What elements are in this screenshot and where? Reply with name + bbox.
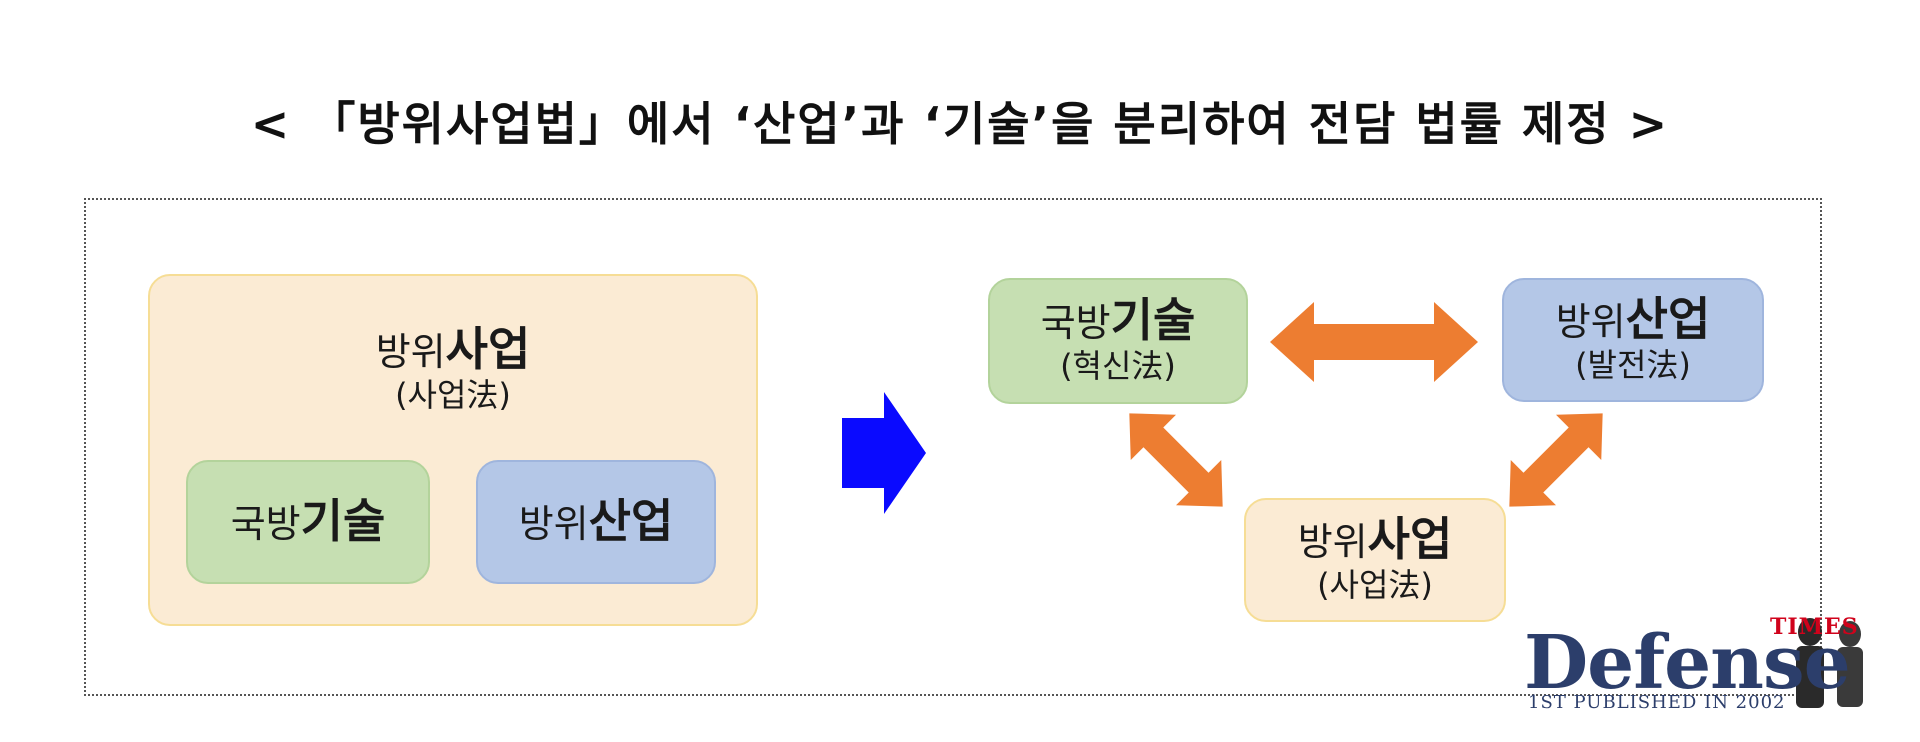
after-industry-label: 방위산업 [1555,291,1711,346]
logo-sub-text: 1ST PUBLISHED IN 2002 [1528,692,1786,713]
page-title: < 「방위사업법」에서 ‘산업’과 ‘기술’을 분리하여 전담 법률 제정 > [250,97,1670,151]
logo-main-text: Defense [1524,620,1851,706]
before-industry-box: 방위산업 [476,460,716,584]
before-industry-label: 방위산업 [518,493,674,548]
after-tech-sub: (혁신法) [1060,346,1176,385]
after-industry-box: 방위산업 (발전法) [1502,278,1764,402]
before-tech-label: 국방기술 [230,493,386,548]
before-business-sub: (사업法) [395,376,511,414]
after-industry-sub: (발전法) [1575,345,1691,384]
after-business-label: 방위사업 [1297,511,1453,566]
transition-arrow-icon [842,392,926,514]
logo-times-text: TIMES [1770,614,1859,640]
tech-business-double-arrow-icon [1129,413,1223,507]
diagram-frame [84,198,1822,696]
after-tech-box: 국방기술 (혁신法) [988,278,1248,404]
industry-business-double-arrow-icon [1509,413,1603,507]
after-business-box: 방위사업 (사업法) [1244,498,1506,622]
defense-times-logo [1500,612,1920,738]
soldier-silhouette-icon [1796,618,1863,708]
after-business-sub: (사업法) [1317,565,1433,604]
before-tech-box: 국방기술 [186,460,430,584]
before-business-label: 방위사업 [375,322,531,376]
tech-industry-double-arrow-icon [1270,302,1478,382]
after-tech-label: 국방기술 [1040,292,1196,347]
